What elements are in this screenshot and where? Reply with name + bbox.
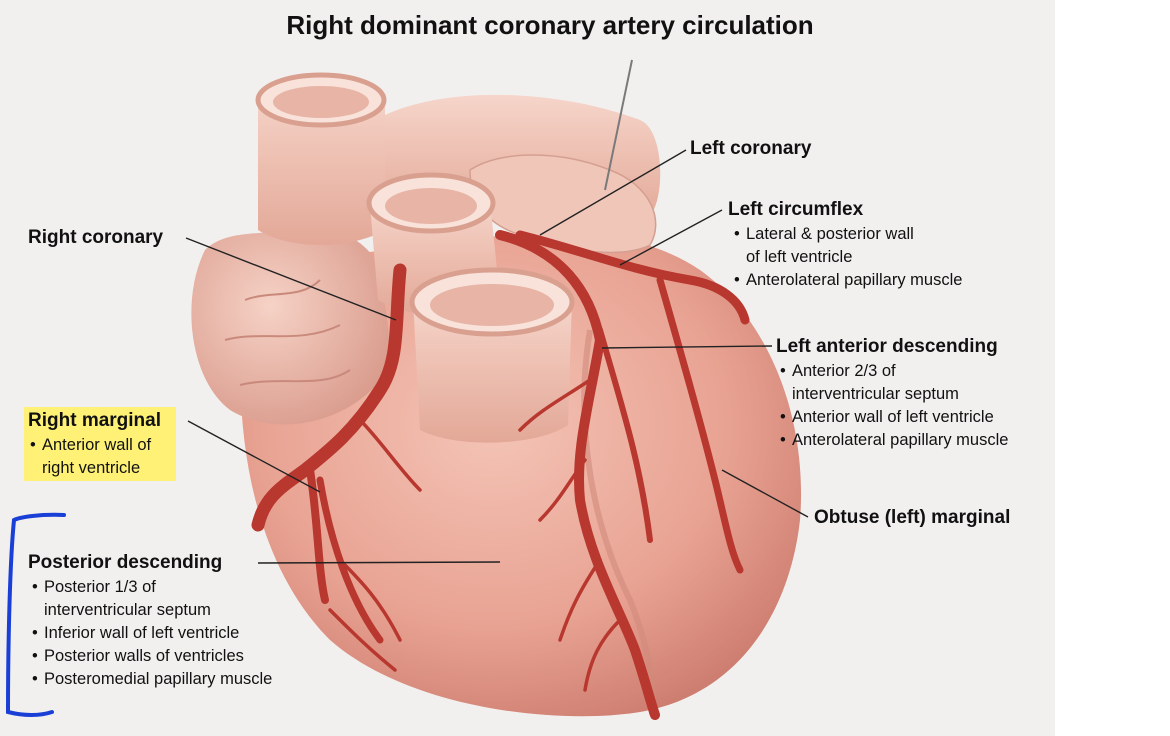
note-item: Lateral & posterior wall bbox=[734, 223, 962, 246]
leader-left-coronary bbox=[539, 149, 687, 236]
posterior-descending-artery bbox=[316, 476, 384, 644]
rca-branches bbox=[328, 418, 422, 672]
note-item: interventricular septum bbox=[792, 385, 959, 403]
label-right-marginal: Right marginal bbox=[28, 410, 162, 431]
leader-left-circumflex bbox=[619, 209, 723, 266]
note-item: of left ventricle bbox=[746, 248, 853, 266]
label-obtuse-marginal: Obtuse (left) marginal bbox=[814, 507, 1011, 528]
lad-branches bbox=[518, 378, 622, 692]
lad-artery bbox=[495, 230, 660, 720]
notes-left-anterior-descending: Anterior 2/3 of interventricular septum … bbox=[780, 360, 1008, 452]
obtuse-marginal-artery bbox=[656, 276, 744, 574]
diagram-title: Right dominant coronary artery circulati… bbox=[286, 10, 814, 40]
note-item: Posterior walls of ventricles bbox=[32, 645, 272, 668]
coronary-arteries bbox=[251, 230, 750, 720]
note-item: Anterolateral papillary muscle bbox=[780, 429, 1008, 452]
leader-obtuse-marginal bbox=[721, 469, 809, 518]
circumflex-artery bbox=[515, 230, 750, 325]
leader-lines bbox=[185, 149, 809, 564]
label-left-circumflex: Left circumflex bbox=[728, 199, 864, 220]
page-margin bbox=[1055, 0, 1170, 736]
note-item: Inferior wall of left ventricle bbox=[32, 622, 272, 645]
label-left-coronary: Left coronary bbox=[690, 138, 812, 159]
diagonal-branch bbox=[597, 327, 653, 543]
right-marginal-artery bbox=[306, 466, 329, 604]
leader-lad bbox=[601, 345, 773, 349]
label-posterior-descending: Posterior descending bbox=[28, 552, 223, 573]
note-item: Anterior 2/3 of bbox=[780, 360, 1008, 383]
label-right-coronary: Right coronary bbox=[28, 227, 164, 248]
notes-right-marginal: Anterior wall of right ventricle bbox=[30, 434, 151, 480]
right-atrium bbox=[191, 227, 389, 425]
right-coronary-artery bbox=[251, 263, 407, 532]
note-item: Posterior 1/3 of bbox=[32, 576, 272, 599]
note-item: right ventricle bbox=[42, 459, 141, 477]
ligamentum-thread bbox=[604, 59, 633, 191]
label-left-anterior-descending: Left anterior descending bbox=[776, 336, 998, 357]
leader-posterior-descending bbox=[257, 561, 501, 564]
note-item: Anterior wall of bbox=[30, 434, 151, 457]
note-item: Anterior wall of left ventricle bbox=[780, 406, 1008, 429]
note-item: Anterolateral papillary muscle bbox=[734, 269, 962, 292]
pulmonary-trunk bbox=[413, 300, 572, 443]
note-item: interventricular septum bbox=[44, 601, 211, 619]
notes-posterior-descending: Posterior 1/3 of interventricular septum… bbox=[32, 576, 272, 691]
leader-right-marginal bbox=[187, 420, 321, 493]
auricle-folds bbox=[224, 279, 351, 386]
blue-bracket-annotation bbox=[5, 512, 66, 717]
left-atrial-appendage bbox=[469, 154, 657, 254]
notes-left-circumflex: Lateral & posterior wall of left ventric… bbox=[734, 223, 962, 292]
note-item: Posteromedial papillary muscle bbox=[32, 668, 272, 691]
superior-vena-cava bbox=[258, 85, 385, 245]
leader-right-coronary bbox=[185, 237, 397, 321]
